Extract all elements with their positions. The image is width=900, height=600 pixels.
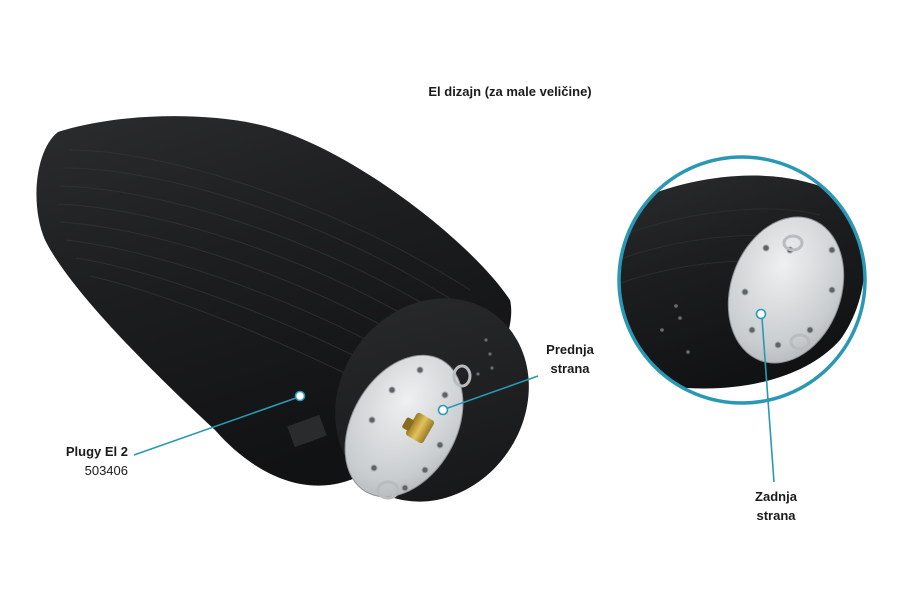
product-code: 503406 (84, 463, 128, 478)
callouts (133, 308, 775, 483)
back-label-line1: Zadnja (755, 489, 797, 504)
product-label: Plugy El 2 503406 (66, 442, 128, 480)
zoom-detail (617, 155, 867, 405)
back-label-line2: strana (756, 508, 796, 523)
back-side-label: Zadnja strana (744, 487, 808, 525)
front-plate (344, 354, 472, 500)
front-label-line1: Prednja (546, 342, 594, 357)
figure-title: El dizajn (za male veličine) (428, 84, 592, 99)
front-side-label: Prednja strana (540, 340, 600, 378)
product-name: Plugy El 2 (65, 444, 128, 459)
front-label-line2: strana (550, 361, 590, 376)
